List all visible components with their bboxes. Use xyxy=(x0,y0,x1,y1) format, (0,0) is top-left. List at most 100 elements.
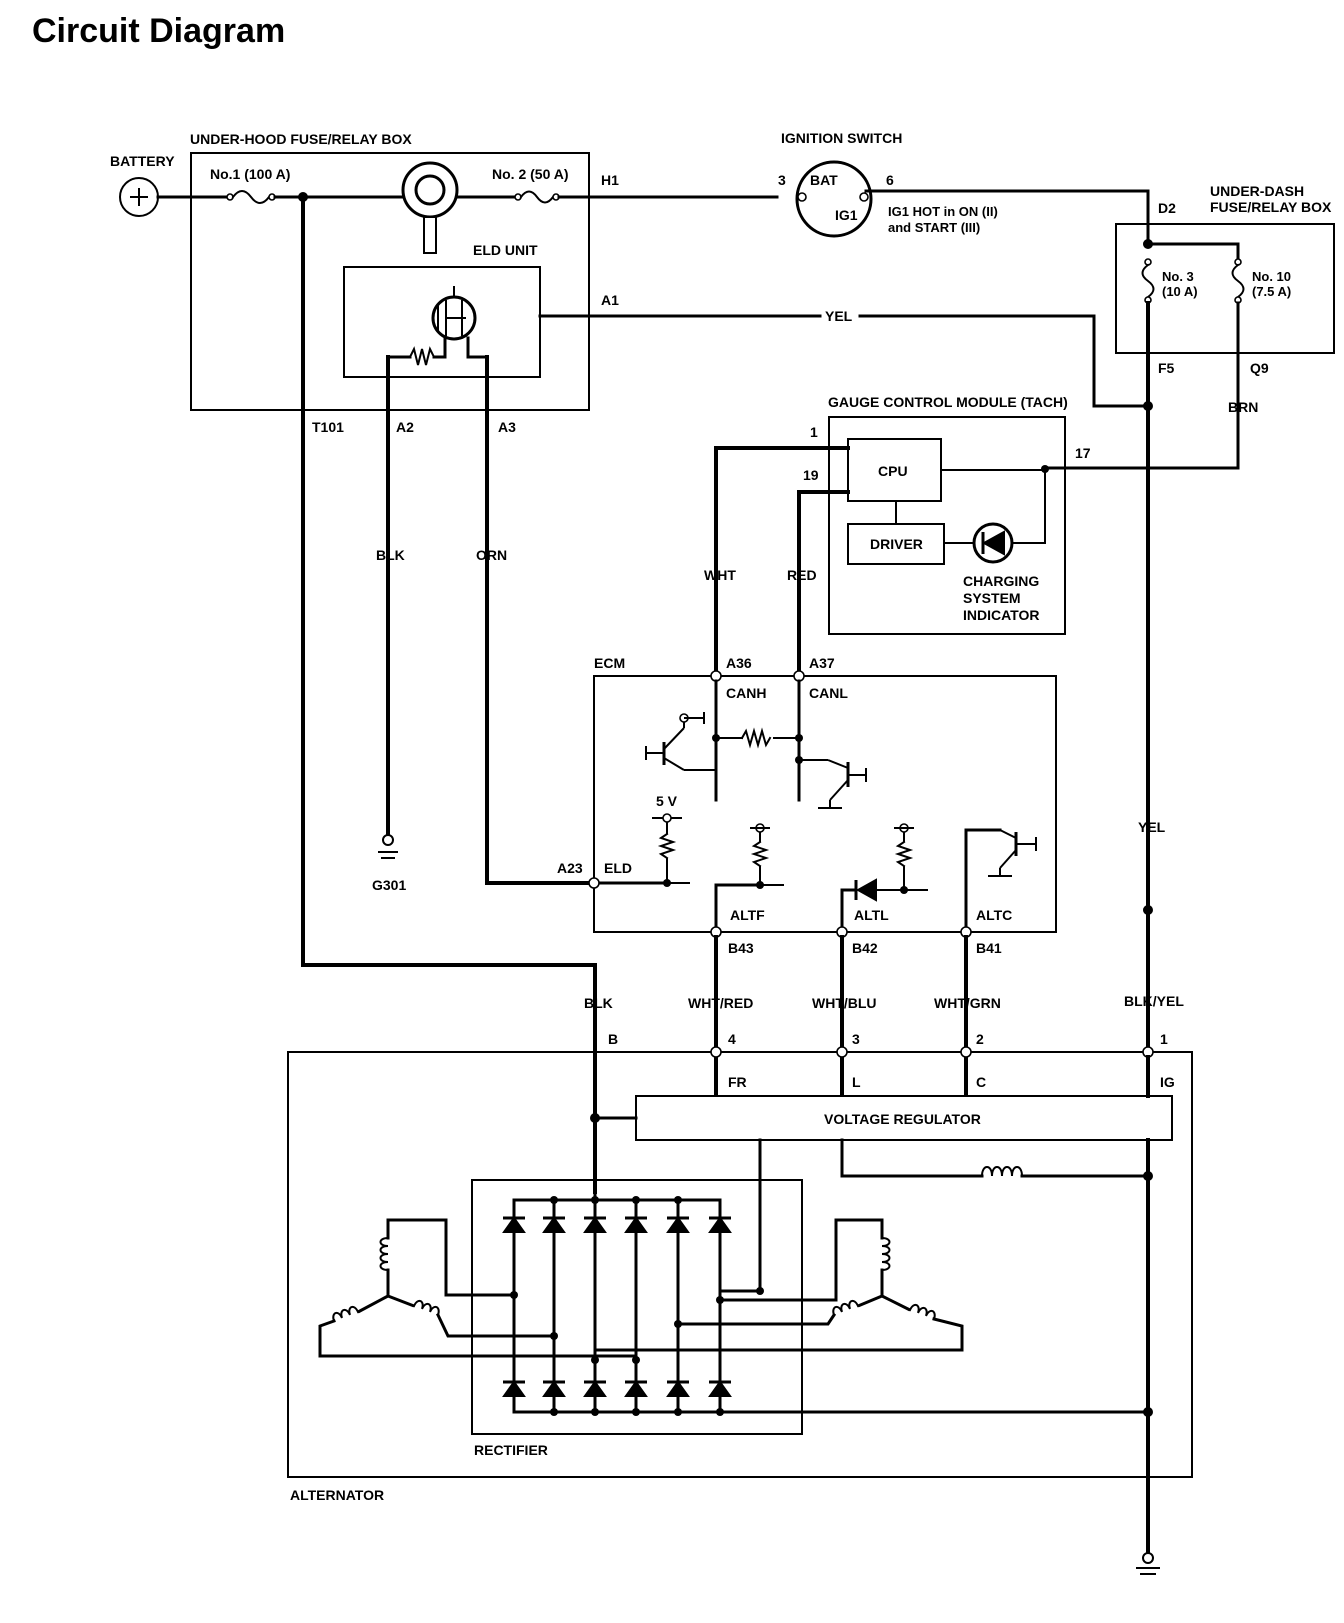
l-label: L xyxy=(852,1074,861,1090)
wire-a3-orn xyxy=(485,355,595,885)
ecm-box xyxy=(593,675,1057,933)
diode-icon xyxy=(542,1216,566,1233)
stator-winding-right-icon xyxy=(593,1218,964,1362)
rectifier-box xyxy=(471,1179,803,1435)
pin-4-label: 4 xyxy=(728,1031,736,1047)
diode-icon xyxy=(583,1380,607,1397)
charging-label-1: CHARGING xyxy=(963,573,1039,589)
diode-bridge xyxy=(512,1190,722,1414)
diode-icon xyxy=(502,1216,526,1233)
wire-t101 xyxy=(301,195,597,1032)
diode-icon xyxy=(583,1216,607,1233)
wire xyxy=(840,888,858,934)
underdash-fuse-box xyxy=(1115,223,1335,354)
altf-label: ALTF xyxy=(730,907,765,923)
q9-label: Q9 xyxy=(1250,360,1269,376)
red-label: RED xyxy=(787,567,817,583)
t101-label: T101 xyxy=(312,419,344,435)
pin-b-label: B xyxy=(608,1031,618,1047)
junction xyxy=(712,734,720,742)
pin-2-label: 2 xyxy=(976,1031,984,1047)
wht-blu-label: WHT/BLU xyxy=(812,995,877,1011)
blk-label-1: BLK xyxy=(376,547,405,563)
diode-icon xyxy=(666,1380,690,1397)
ecm-terminal-a23 xyxy=(588,877,600,889)
pullup-resistor-icon xyxy=(652,813,690,884)
diode-icon xyxy=(624,1216,648,1233)
alt-terminal-2 xyxy=(960,1046,972,1058)
ign-terminal xyxy=(797,192,807,202)
junction xyxy=(795,734,803,742)
b43-label: B43 xyxy=(728,940,754,956)
wire xyxy=(432,336,447,359)
voltage-regulator-box xyxy=(635,1095,1173,1141)
alt-terminal-3 xyxy=(836,1046,848,1058)
gauge-control-module-box xyxy=(828,416,1066,635)
wire-a1-yel xyxy=(858,314,1150,408)
pullup-resistor-icon xyxy=(894,823,928,891)
diode-icon xyxy=(708,1216,732,1233)
pin-1-label: 1 xyxy=(1160,1031,1168,1047)
bat-label: BAT xyxy=(810,172,838,188)
battery-icon xyxy=(119,177,159,217)
ignition-switch-label: IGNITION SWITCH xyxy=(781,130,902,146)
fuse-no10-rating: (7.5 A) xyxy=(1252,284,1291,299)
ig1-label: IG1 xyxy=(835,207,858,223)
eld-unit-box xyxy=(343,266,541,378)
wire xyxy=(718,1138,762,1293)
transistor-icon xyxy=(988,829,1037,877)
ign-pin3-label: 3 xyxy=(778,172,786,188)
junction xyxy=(550,1196,558,1204)
ig1-hot-label: IG1 HOT in ON (II) xyxy=(888,204,998,219)
fuse-no2-icon xyxy=(514,190,560,204)
blk-label-2: BLK xyxy=(584,995,613,1011)
diode-icon xyxy=(666,1216,690,1233)
pin19-label: 19 xyxy=(803,467,819,483)
ign-pin6-label: 6 xyxy=(886,172,894,188)
a3-label: A3 xyxy=(498,419,516,435)
ig-label: IG xyxy=(1160,1074,1175,1090)
underdash-box-label-2: FUSE/RELAY BOX xyxy=(1210,199,1332,215)
fuse-no2-label: No. 2 (50 A) xyxy=(492,166,569,182)
orn-label: ORN xyxy=(476,547,507,563)
yel-label-1: YEL xyxy=(825,308,853,324)
fuse-no3-icon xyxy=(1141,258,1155,304)
junction xyxy=(590,1113,600,1123)
junction xyxy=(1143,905,1153,915)
junction xyxy=(1143,1171,1153,1181)
underhood-box-label: UNDER-HOOD FUSE/RELAY BOX xyxy=(190,131,412,147)
fuse-no10-label: No. 10 xyxy=(1252,269,1291,284)
field-coil-icon xyxy=(980,1166,1024,1178)
brn-label: BRN xyxy=(1228,399,1258,415)
alt-terminal-4 xyxy=(710,1046,722,1058)
g301-label: G301 xyxy=(372,877,406,893)
stator-winding-left-icon xyxy=(318,1218,638,1362)
wire xyxy=(714,883,762,934)
ring-terminal-icon xyxy=(401,161,459,254)
wire xyxy=(1146,242,1240,260)
charging-indicator-led-icon xyxy=(972,522,1014,564)
wire xyxy=(964,828,1002,934)
wire xyxy=(466,336,489,359)
diode-icon xyxy=(854,878,904,902)
junction xyxy=(795,756,803,764)
page-title: Circuit Diagram xyxy=(32,12,285,50)
charging-label-2: SYSTEM xyxy=(963,590,1021,606)
junction xyxy=(550,1408,558,1416)
junction xyxy=(591,1196,599,1204)
junction xyxy=(674,1196,682,1204)
alternator-label: ALTERNATOR xyxy=(290,1487,384,1503)
f5-label: F5 xyxy=(1158,360,1175,376)
pin1-label: 1 xyxy=(810,424,818,440)
transistor-icon xyxy=(799,759,867,809)
resistor-icon xyxy=(408,346,436,366)
junction xyxy=(632,1196,640,1204)
a2-label: A2 xyxy=(396,419,414,435)
resistor-icon xyxy=(740,727,772,749)
canh-label: CANH xyxy=(726,685,766,701)
fuse-no3-label: No. 3 xyxy=(1162,269,1194,284)
battery-label: BATTERY xyxy=(110,153,175,169)
eld-unit-label: ELD UNIT xyxy=(473,242,538,258)
